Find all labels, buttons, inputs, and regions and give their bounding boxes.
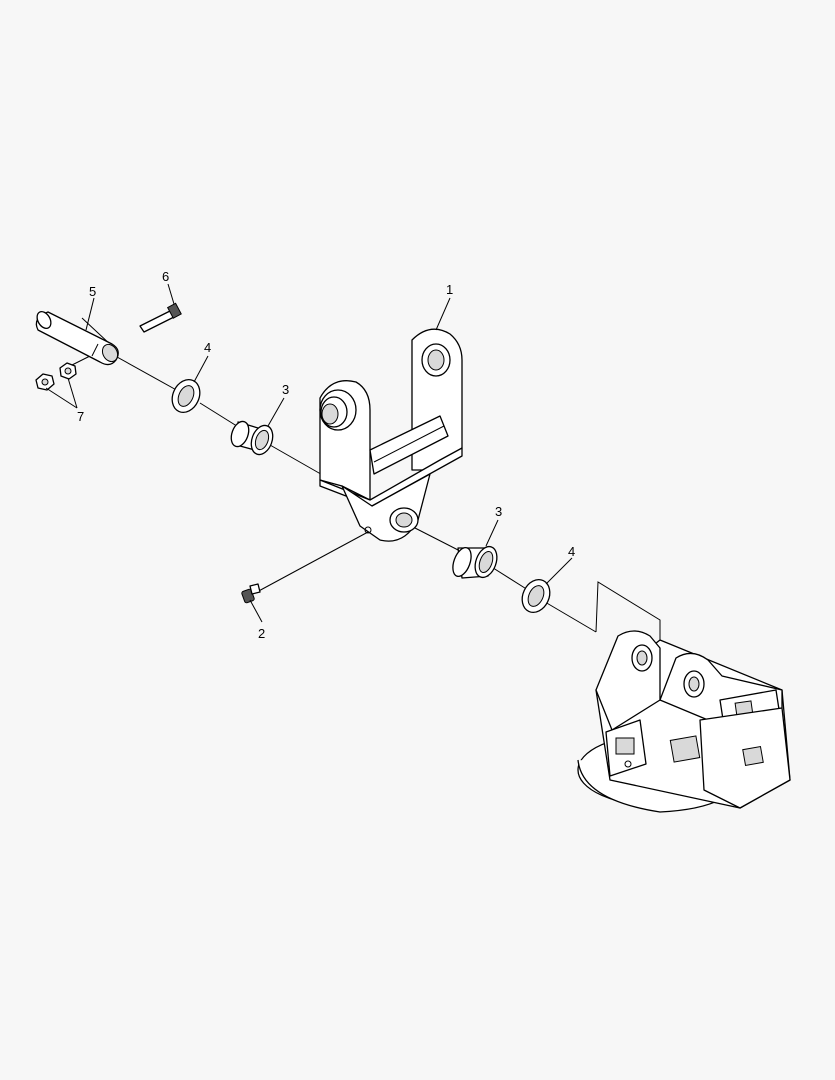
nut	[35, 362, 77, 391]
bushing-lower	[452, 545, 498, 579]
grease-fitting	[241, 583, 261, 604]
callouts: 1 2 3 3 4 4 5 6 7	[45, 269, 575, 641]
callout-grease-fitting: 2	[258, 626, 265, 641]
washer-lower	[521, 578, 551, 614]
bushing-upper	[230, 420, 274, 456]
callout-pin: 5	[89, 284, 96, 299]
callout-bolt: 6	[162, 269, 169, 284]
bolt	[139, 302, 182, 333]
pin	[35, 310, 119, 366]
callout-washer-lower: 4	[568, 544, 575, 559]
washer-upper	[171, 378, 201, 414]
callout-washer-upper: 4	[204, 340, 211, 355]
callout-frame: 1	[446, 282, 453, 297]
frame-bracket	[319, 328, 463, 542]
callout-bushing-upper: 3	[282, 382, 289, 397]
callout-nut: 7	[77, 409, 84, 424]
turntable-housing	[577, 630, 791, 813]
callout-bushing-lower: 3	[495, 504, 502, 519]
